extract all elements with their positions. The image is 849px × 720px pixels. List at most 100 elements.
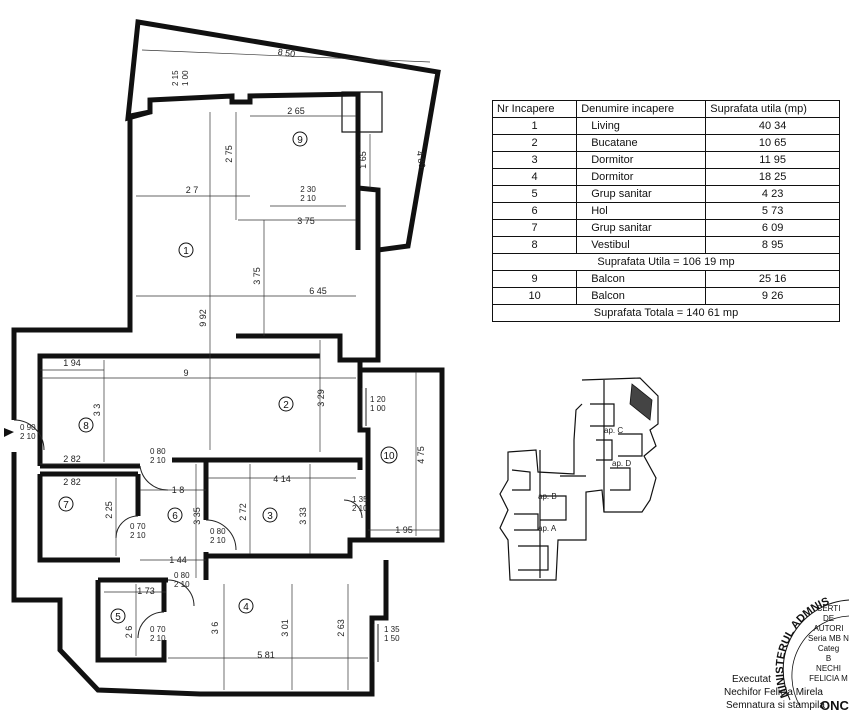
row-area: 5 73 [705, 202, 840, 220]
dim-18: 1 8 [172, 485, 185, 495]
corridor-wall-top [37, 353, 320, 359]
stamp-right-line: FELICIA M [809, 674, 848, 683]
room-marker-1 [178, 242, 194, 258]
row-area: 6 09 [705, 219, 840, 237]
locator-label-c: ap. C [604, 426, 623, 435]
dim-850: 8 50 [277, 47, 296, 59]
row-area: 11 95 [705, 151, 840, 169]
dim-230: 2 30 [300, 185, 316, 194]
room-label-1: 1 [183, 246, 189, 257]
row-area: 4 23 [705, 185, 840, 203]
locator-label-b: ap. B [538, 492, 557, 501]
stamp-right-line: Seria MB N [808, 634, 849, 643]
dimension-labels: 8 50 2 15 1 00 2 65 2 75 1 65 4 8 9 2 7 2… [20, 47, 427, 660]
row-area: 8 95 [705, 236, 840, 254]
dim-215: 2 15 [171, 70, 180, 86]
dim-194: 1 94 [63, 358, 81, 368]
dim-333: 3 33 [298, 507, 308, 525]
row-area: 18 25 [705, 168, 840, 186]
row-area: 9 26 [705, 287, 840, 305]
dim-100b: 1 00 [370, 404, 386, 413]
dim-210b: 2 10 [20, 432, 36, 441]
dim-992: 9 92 [198, 309, 208, 327]
dim-165: 1 65 [358, 151, 368, 169]
dim-210e: 2 10 [130, 531, 146, 540]
stamp-executat: Executat [732, 674, 771, 685]
dim-210g: 2 10 [174, 580, 190, 589]
dim-36: 3 6 [210, 622, 220, 635]
bedroom-3-bottom-wall [206, 537, 368, 559]
row-name: Hol [576, 202, 707, 220]
stamp-right-line: AUTORI [813, 624, 844, 633]
row-area: 10 65 [705, 134, 840, 152]
stamp-corner: ONC [820, 698, 849, 713]
dim-120: 1 20 [370, 395, 386, 404]
dim-27: 2 7 [186, 185, 199, 195]
dim-275: 2 75 [224, 145, 234, 163]
row-nr: 4 [491, 168, 578, 186]
dim-070b: 0 70 [150, 625, 166, 634]
balcony-column [341, 91, 383, 133]
door-swing-135a [343, 499, 363, 519]
dim-210f: 2 10 [210, 536, 226, 545]
room-marker-3 [262, 507, 278, 523]
room-label-9: 9 [297, 135, 303, 146]
room-marker-6 [167, 507, 183, 523]
row-name: Living [576, 117, 707, 135]
dim-100a: 1 00 [181, 70, 190, 86]
interior-wall-h2 [172, 457, 363, 470]
dim-135a: 1 35 [352, 495, 368, 504]
room-marker-8 [78, 417, 94, 433]
dim-282b: 2 82 [63, 477, 81, 487]
dim-263: 2 63 [336, 619, 346, 637]
room-label-2: 2 [283, 400, 289, 411]
entry-door-swing [13, 419, 45, 451]
dim-173: 1 73 [137, 586, 155, 596]
row-nr: 10 [491, 287, 578, 305]
building-locator [499, 377, 659, 581]
dim-9: 9 [183, 368, 188, 378]
dim-335: 3 35 [192, 507, 202, 525]
door-swing-080a [139, 465, 169, 491]
room-label-4: 4 [243, 602, 249, 613]
row-name: Balcon [576, 287, 707, 305]
dim-080c: 0 80 [174, 571, 190, 580]
row-name: Grup sanitar [576, 219, 707, 237]
room-label-8: 8 [83, 421, 89, 432]
dim-581: 5 81 [257, 650, 275, 660]
apartment-outer-wall-right [357, 250, 445, 543]
dimline-850 [141, 49, 431, 63]
room-label-6: 6 [172, 511, 178, 522]
dim-265: 2 65 [287, 106, 305, 116]
entry-arrow-icon [4, 428, 14, 437]
row-nr: 1 [491, 117, 578, 135]
bath-5-wall [95, 580, 167, 663]
stamp-name: Nechifor Felicia Mirela [724, 687, 823, 698]
room-marker-2 [278, 396, 294, 412]
stamp-signature: Semnatura si stampila [726, 700, 825, 711]
room-marker-9 [292, 131, 308, 147]
row-name: Vestibul [576, 236, 707, 254]
total-cell: Suprafata Totala = 140 61 mp [492, 304, 840, 322]
dim-375b: 3 75 [252, 267, 262, 285]
row-area: 25 16 [705, 270, 840, 288]
stamp-right-line: Categ [817, 644, 840, 653]
stamp-right-line: B [825, 654, 832, 663]
header-nr: Nr Incapere [491, 100, 578, 118]
dim-080b: 0 80 [210, 527, 226, 536]
dim-301: 3 01 [280, 619, 290, 637]
row-nr: 9 [491, 270, 578, 288]
room-label-7: 7 [63, 500, 69, 511]
table-header-row: Nr Incapere Denumire incapere Suprafata … [491, 100, 840, 118]
dim-210d: 2 10 [352, 504, 368, 513]
locator-label-d: ap. D [612, 459, 631, 468]
locator-label-a: ap. A [538, 524, 557, 533]
stamp-right-line: DE [822, 614, 835, 623]
header-name: Denumire incapere [576, 100, 707, 118]
